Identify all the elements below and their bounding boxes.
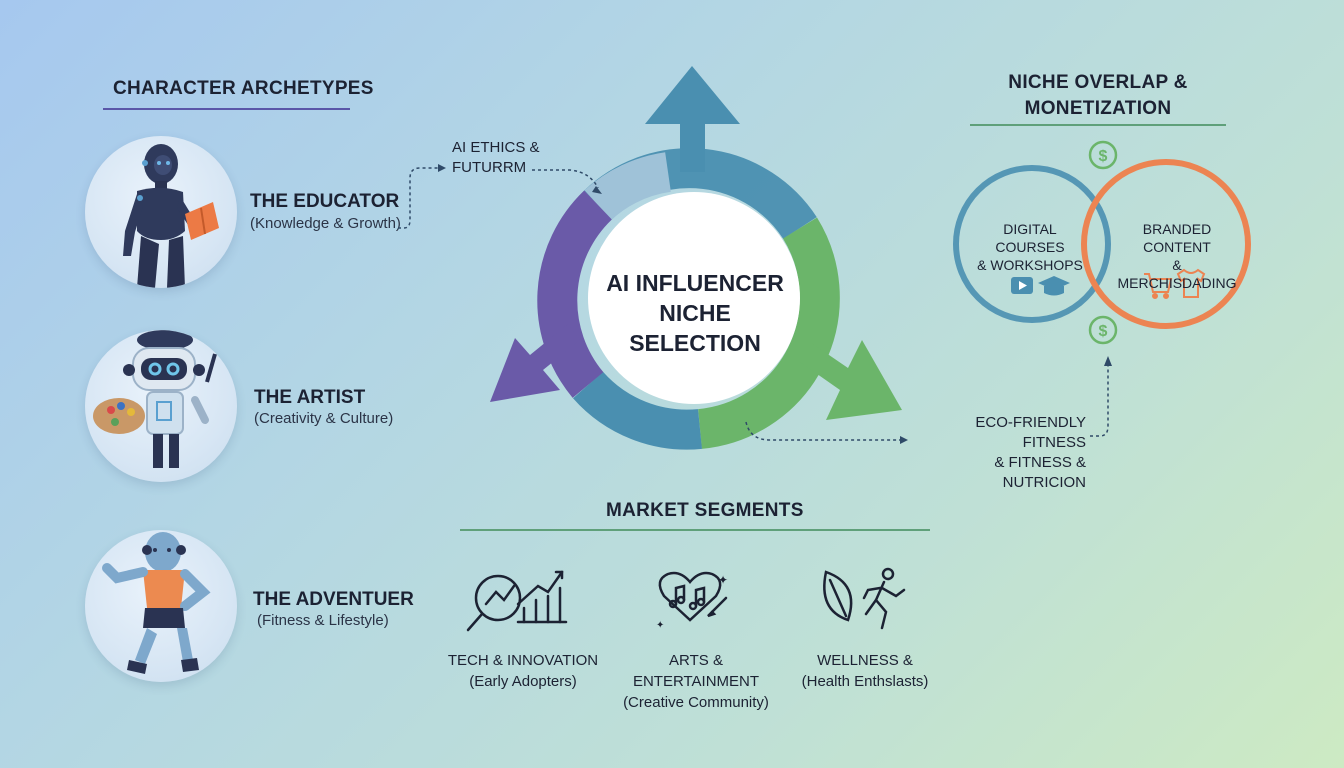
- venn-right-label-line2: & MERCHISDADING: [1117, 257, 1237, 291]
- monetization-heading-line1: NICHE OVERLAP &: [1008, 72, 1188, 93]
- archetypes-heading-underline: [103, 108, 350, 110]
- shopping-cart-icon: [1144, 273, 1173, 299]
- venn-left-label-line2: & WORKSHOPS: [977, 257, 1083, 273]
- video-play-icon: [1011, 277, 1033, 294]
- ai-ethics-label-line1: AI ETHICS &: [452, 139, 540, 156]
- connector-eco-venn: [1090, 364, 1109, 437]
- dollar-icon-top: $: [1088, 140, 1118, 170]
- connector-ring-eco: [745, 421, 900, 441]
- center-disk: [588, 192, 800, 404]
- center-title-line1: AI INFLUENCER: [606, 270, 784, 296]
- venn-left-label-line1: DIGITAL COURSES: [995, 221, 1065, 255]
- artist-name: THE ARTIST: [254, 387, 366, 408]
- educator-avatar: [85, 136, 237, 288]
- educator-robot-icon: [123, 144, 219, 288]
- adventurer-name: THE ADVENTUER: [253, 589, 414, 610]
- adventurer-subtitle: (Fitness & Lifestyle): [257, 612, 389, 629]
- venn-right-label-line1: BRANDED CONTENT: [1142, 221, 1212, 255]
- ring-segment-left: [537, 190, 613, 398]
- magnifier-chart-icon: [466, 570, 568, 632]
- educator-subtitle: (Knowledge & Growth): [250, 215, 401, 232]
- center-title: AI INFLUENCER NICHE SELECTION: [600, 268, 790, 358]
- venn-right-label: BRANDED CONTENT & MERCHISDADING: [1112, 220, 1242, 292]
- segment-wellness-subtitle: (Health Enthslasts): [801, 673, 929, 690]
- ring-segment-bottom: [573, 371, 702, 450]
- monetization-heading-line2: MONETIZATION: [1024, 98, 1172, 119]
- segment-tech: TECH & INNOVATION (Early Adopters): [444, 650, 602, 692]
- eco-fitness-label-line1: ECO-FRIENDLY FITNESS: [975, 414, 1086, 451]
- svg-text:✦: ✦: [718, 573, 728, 587]
- segment-tech-title: TECH & INNOVATION: [447, 652, 599, 669]
- segment-tech-subtitle: (Early Adopters): [469, 673, 577, 690]
- segments-heading: MARKET SEGMENTS: [606, 500, 804, 521]
- svg-text:✦: ✦: [656, 620, 664, 631]
- educator-name: THE EDUCATOR: [250, 191, 400, 212]
- dollar-icon-bottom: $: [1088, 315, 1118, 345]
- segment-wellness: WELLNESS & (Health Enthslasts): [790, 650, 940, 692]
- ai-ethics-label: AI ETHICS & FUTURRM: [452, 138, 540, 178]
- venn-right-circle: [1081, 159, 1251, 329]
- ring-segment-top-light: [584, 152, 672, 221]
- eco-fitness-label: ECO-FRIENDLY FITNESS & FITNESS & NUTRICI…: [914, 413, 1086, 493]
- segment-arts: ARTS & ENTERTAINMENT (Creative Community…: [608, 650, 784, 713]
- artist-subtitle: (Creativity & Culture): [254, 410, 394, 427]
- artist-robot-icon: [93, 330, 217, 468]
- arrow-up: [645, 66, 740, 172]
- arrow-down-right: [800, 340, 902, 420]
- center-title-line2: NICHE SELECTION: [629, 300, 761, 356]
- adventurer-robot-icon: [102, 532, 211, 674]
- leaf-runner-icon: [823, 567, 906, 630]
- segment-arts-title: ARTS & ENTERTAINMENT: [632, 652, 760, 690]
- svg-text:$: $: [1099, 323, 1108, 340]
- monetization-heading: NICHE OVERLAP & MONETIZATION: [980, 70, 1216, 122]
- ai-ethics-label-line2: FUTURRM: [452, 159, 527, 176]
- arrow-down-left: [490, 324, 580, 402]
- segment-wellness-title: WELLNESS &: [817, 652, 913, 669]
- archetypes-heading: CHARACTER ARCHETYPES: [113, 78, 374, 99]
- eco-fitness-label-line2: & FITNESS & NUTRICION: [994, 454, 1086, 491]
- venn-left-label: DIGITAL COURSES & WORKSHOPS: [968, 220, 1092, 274]
- music-heart-icon: ✦ ✦: [656, 571, 728, 631]
- tshirt-icon: [1176, 268, 1206, 298]
- connector-educator-ethics: [398, 167, 440, 229]
- adventurer-avatar: [85, 530, 237, 682]
- graduation-cap-icon: [1038, 276, 1070, 296]
- connector-ethics-ring: [532, 169, 599, 189]
- svg-text:$: $: [1099, 148, 1108, 165]
- segment-arts-subtitle: (Creative Community): [623, 694, 769, 711]
- venn-left-circle: [953, 165, 1111, 323]
- artist-avatar: [85, 330, 237, 482]
